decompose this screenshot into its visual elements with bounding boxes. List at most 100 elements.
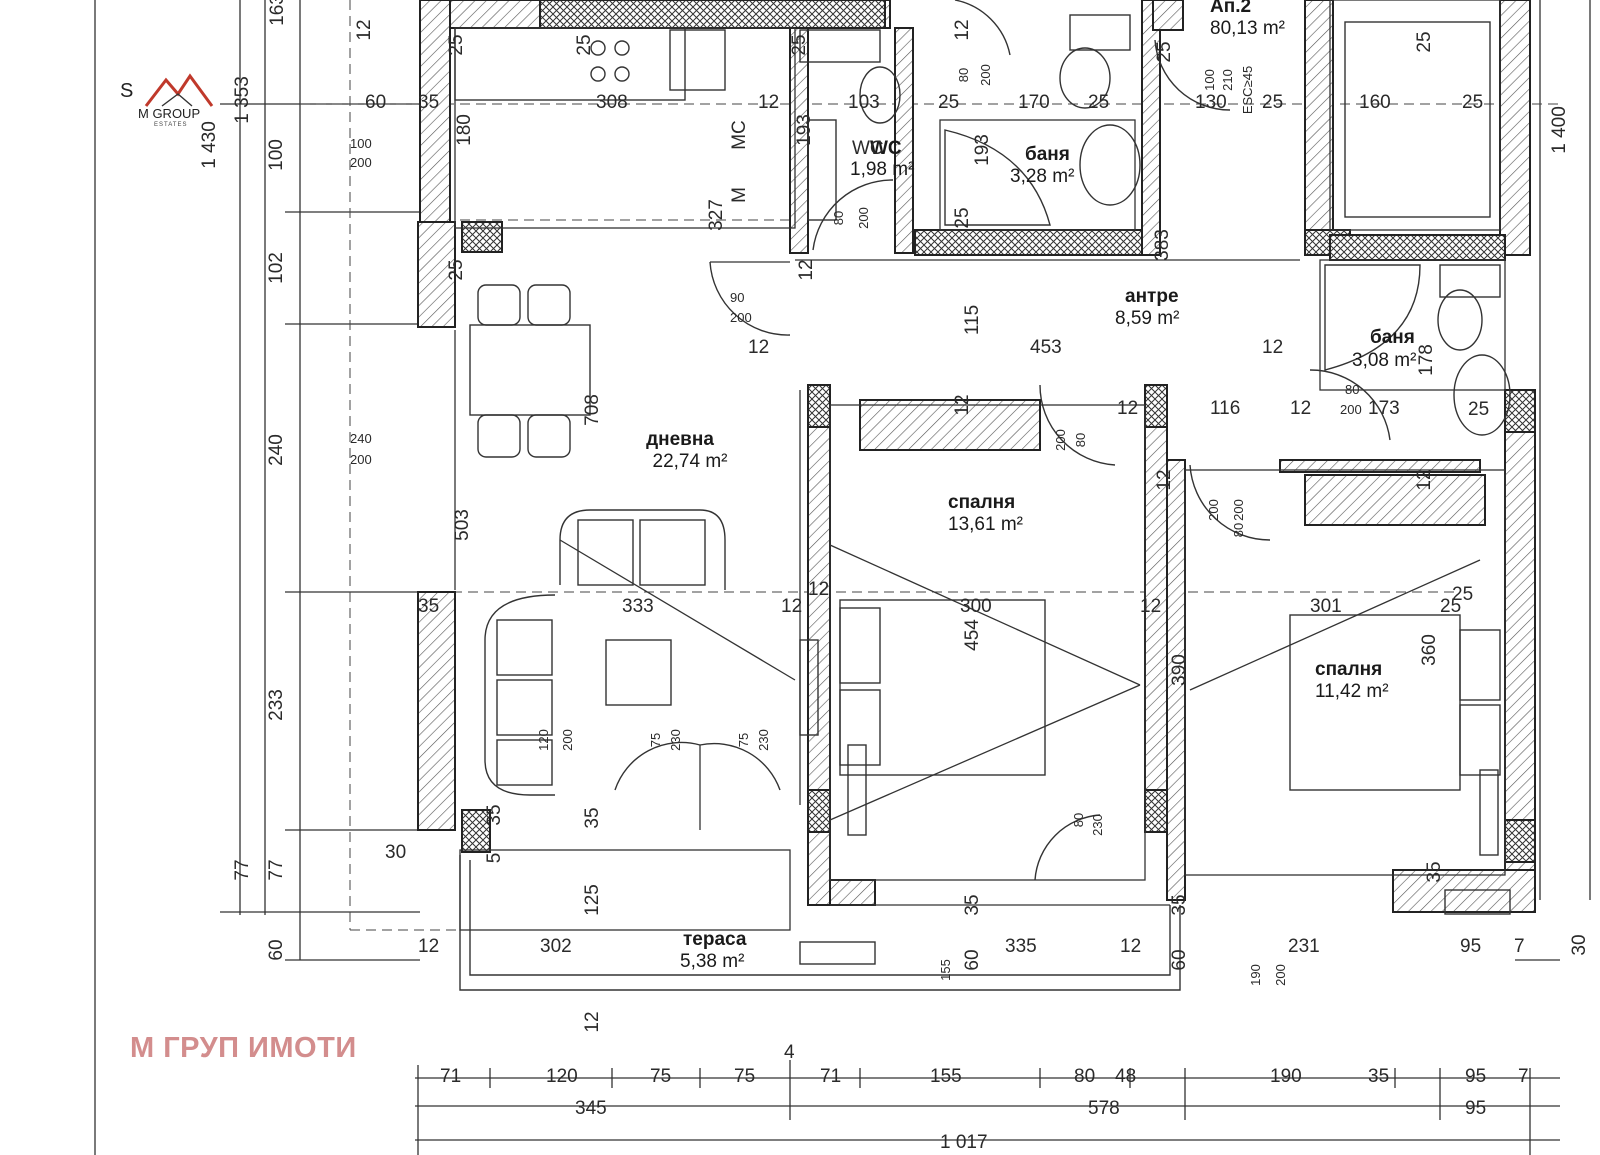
dimension-label: 1 400 (1549, 106, 1570, 154)
dimension-label: 360 (1419, 634, 1440, 666)
dimension-label: 578 (1088, 1098, 1120, 1119)
dimension-label: M (729, 187, 750, 203)
dimension-label: 25 (952, 207, 973, 228)
room-name-wc: WC (870, 138, 902, 159)
dimension-label: 160 (1359, 92, 1391, 113)
dimension-label: 12 (1140, 596, 1161, 617)
dimension-label: МС (729, 120, 750, 150)
logo-name: M GROUP (138, 106, 201, 121)
dimension-label: 231 (1288, 936, 1320, 957)
room-name-bed1: спалня (948, 492, 1015, 513)
room-area-terrace: 5,38 m² (680, 951, 744, 972)
dimension-label: 95 (1460, 936, 1481, 957)
dimension-label: ESC≥45 (1240, 66, 1255, 114)
dimension-label: 95 (1465, 1066, 1486, 1087)
axis-lines (300, 0, 1560, 931)
dimension-label: 90 (730, 290, 744, 305)
room-name-living: дневна (646, 429, 714, 450)
dimension-label: 453 (1030, 337, 1062, 358)
dimension-label: 130 (1195, 92, 1227, 113)
dimension-label: 80 (1071, 813, 1086, 827)
terrace-outline (459, 849, 1181, 991)
dimension-label: 12 (1117, 398, 1138, 419)
dimension-label: 25 (1262, 92, 1283, 113)
dimension-label: 25 (1154, 41, 1175, 62)
dimension-label: 190 (1270, 1066, 1302, 1087)
dimension-label: 155 (930, 1066, 962, 1087)
dimension-label: 75 (736, 733, 751, 747)
room-area-bed2: 11,42 m² (1315, 681, 1389, 702)
dimension-label: 125 (582, 884, 603, 916)
dimension-label: 12 (1154, 469, 1175, 490)
dimension-label: 333 (622, 596, 654, 617)
dimension-label: 75 (734, 1066, 755, 1087)
dimension-label: 170 (1018, 92, 1050, 113)
dimension-label: 35 (418, 596, 439, 617)
dimension-label: 35 (418, 92, 439, 113)
room-area-living: 22,74 m² (653, 451, 728, 472)
dimension-label: 12 (758, 92, 779, 113)
dimension-label: 200 (350, 155, 372, 170)
dimension-label: 100 (266, 139, 287, 171)
dimension-label: 35 (962, 894, 983, 915)
dimension-label: 25 (574, 34, 595, 55)
dimension-label: 240 (266, 434, 287, 466)
dimension-label: 302 (540, 936, 572, 957)
dimension-label: 12 (582, 1011, 603, 1032)
dimension-label: 200 (1273, 964, 1288, 986)
dimension-label: 116 (1210, 398, 1240, 419)
dimension-label: 12 (808, 579, 829, 600)
dimension-label: 233 (266, 689, 287, 721)
room-area-bath1: 3,28 m² (1010, 166, 1074, 187)
dimension-label: 178 (1416, 344, 1437, 376)
dimension-label: 155 (938, 959, 953, 981)
dimension-label: 12 (952, 19, 973, 40)
dimension-label: 190 (1248, 964, 1263, 986)
room-area-hall: 8,59 m² (1115, 308, 1179, 329)
dimension-label: 102 (266, 252, 287, 284)
room-area-wc: 1,98 m² (850, 159, 914, 180)
dimension-label: 80 (1073, 433, 1088, 447)
dimension-label: 193 (794, 114, 815, 146)
dimension-label: 12 (1262, 337, 1283, 358)
dimension-label: 35 (1368, 1066, 1389, 1087)
dimension-label: 25 (446, 259, 467, 280)
room-name-bath2: баня (1370, 327, 1415, 348)
room-area-bed1: 13,61 m² (948, 514, 1023, 535)
dimension-label: 1 017 (940, 1132, 988, 1153)
dimension-label: 12 (796, 259, 817, 280)
dimension-label: 200 (1053, 429, 1068, 451)
dimension-label: 180 (454, 114, 475, 146)
dimension-label: 390 (1169, 654, 1190, 686)
dimension-label: 25 (1462, 92, 1483, 113)
dimension-label: 200 (730, 310, 752, 325)
dimension-label: 25 (1440, 596, 1461, 617)
dimension-label: 48 (1115, 1066, 1136, 1087)
room-name-terrace: тераса (683, 929, 747, 950)
room-area-bath2: 3,08 m² (1352, 350, 1416, 371)
dimension-label: 12 (1414, 469, 1435, 490)
dimension-label: 200 (978, 64, 993, 86)
dimension-label: 60 (266, 939, 287, 960)
wardrobe-diagonals (559, 539, 1481, 821)
dimension-label: 77 (266, 859, 287, 880)
dimension-label: 25 (789, 34, 810, 55)
apartment-area: 80,13 m² (1210, 18, 1285, 39)
walls (417, 0, 1536, 913)
dimension-label: 173 (1368, 398, 1400, 419)
watermark-text: М ГРУП ИМОТИ (130, 1032, 357, 1064)
dimension-label: 200 (1206, 499, 1221, 521)
dimension-label: 230 (668, 729, 683, 751)
dimension-label: 60 (1169, 949, 1190, 970)
dimension-label: 12 (418, 936, 439, 957)
dimension-label: 4 (784, 1042, 795, 1063)
dimension-label: 210 (1220, 69, 1235, 91)
dimension-label: 71 (440, 1066, 461, 1087)
dimension-label: 335 (1005, 936, 1037, 957)
dimension-label: 60 (962, 949, 983, 970)
dimension-label: 7 (1514, 936, 1525, 957)
dimension-label: 80 (1231, 523, 1246, 537)
dimension-label: 71 (820, 1066, 841, 1087)
